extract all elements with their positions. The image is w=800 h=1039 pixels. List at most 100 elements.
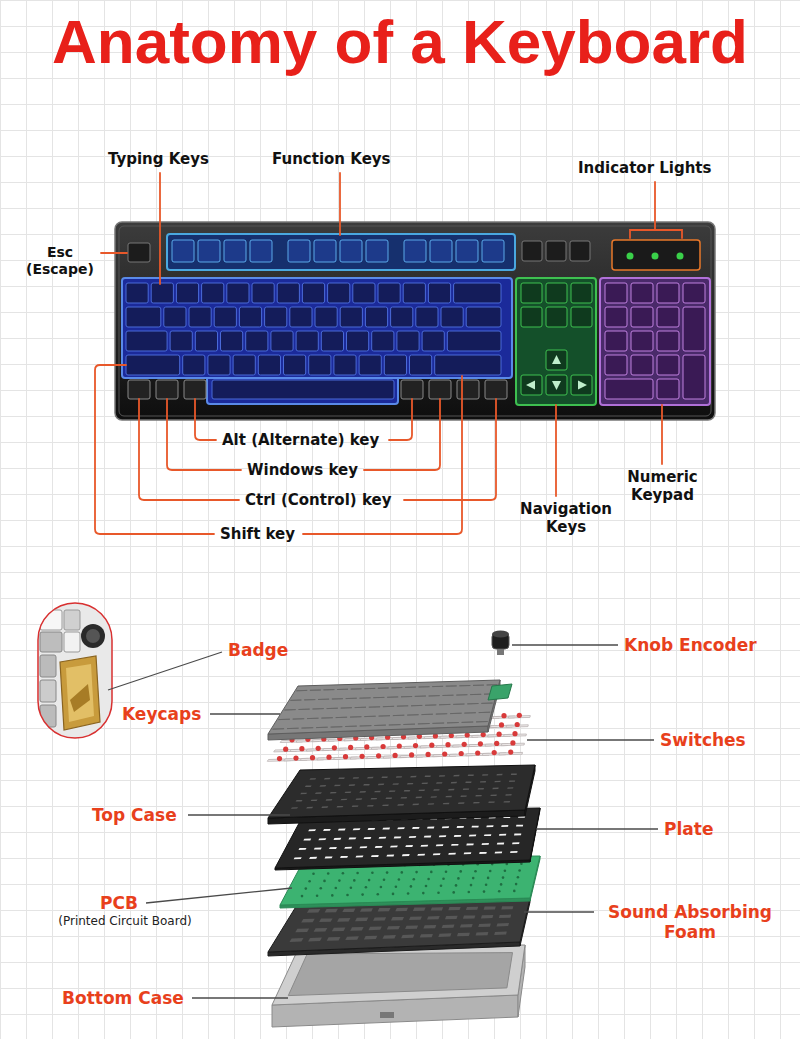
keycap [284,709,295,710]
key-shape [384,355,406,375]
key-shape [128,380,150,399]
top-case-opening [404,790,411,792]
top-case-opening [378,784,385,786]
plate-hole [516,825,523,827]
top-case-opening [397,804,404,806]
foam-cutout [499,915,511,918]
key-shape [353,283,375,303]
key-shape [302,283,324,303]
key-shape [447,331,501,351]
leader-line [404,399,496,500]
keycap [302,727,314,728]
foam-cutout [342,909,355,913]
keycap [304,699,315,700]
keycap [337,689,348,690]
plate-hole [299,848,307,850]
sound-foam [268,898,530,952]
pcb-pad [350,886,353,889]
key-shape [340,307,362,327]
keycap [436,713,447,714]
foam-cutout [401,935,414,939]
keycap [273,728,285,729]
part-label: Sound Absorbing Foam [600,902,780,942]
indicator-light [677,253,684,260]
leader-line [512,644,618,645]
key-shape [657,355,679,375]
key-shape [189,307,211,327]
switch-stem [492,750,497,755]
inset-keycap [40,680,56,702]
top-case-opening [448,789,454,791]
keycap [462,722,474,723]
key-shape [128,243,150,262]
keycap [425,704,436,705]
key-shape [277,283,299,303]
foam-cutout [460,924,473,927]
plate-hole [499,834,506,836]
keycap [351,688,362,689]
pcb-pad [515,883,518,886]
function-region [167,234,515,270]
keycap [450,713,462,714]
switch-stem [442,751,447,756]
key-shape [372,331,394,351]
keycap [379,715,390,716]
leader-line [95,365,214,534]
numpad-region [600,278,710,405]
pcb-pad [316,894,319,897]
part-label: Navigation Keys [506,500,626,536]
keycap [389,724,401,725]
foam-cutout [448,907,460,910]
inset-keycap [40,705,56,727]
pcb-pad [513,890,516,893]
switch-stem [299,746,304,751]
leader-line [101,252,127,254]
key-shape [321,331,343,351]
key-shape [397,331,419,351]
plate-hole [501,825,508,827]
plate-hole [417,854,425,856]
foam-cutout [350,927,363,931]
keycap [473,685,484,686]
keycap [378,687,389,688]
top-case-opening [436,782,442,784]
keycap [459,685,470,686]
keycap [481,703,492,704]
top-case-opening [433,789,439,791]
top-case-opening [505,794,511,796]
part-label: Switches [660,730,746,750]
switch-stem [510,740,515,745]
keycap [293,718,305,719]
foam-cutout [327,937,341,941]
pcb-pad [353,879,356,882]
key-shape [246,331,268,351]
part-label: Knob Encoder [624,635,757,655]
keycap [443,695,454,696]
key-shape [233,355,255,375]
key-shape [429,380,451,399]
switch-stem [409,752,414,757]
foam-cutout [369,927,382,931]
leader-line [108,652,222,690]
pcb-pad [459,870,462,873]
pcb-pad [485,883,488,886]
key-shape [290,307,312,327]
top-case-opening [401,797,408,799]
key-shape [631,283,653,303]
top-case-opening [460,795,467,797]
pcb-pad [320,887,323,890]
key-shape [422,331,444,351]
keycap [360,725,372,726]
foam-cutout [413,908,426,911]
keycap [296,690,307,691]
pcb-pad [346,894,349,897]
top-case [268,765,535,818]
gold-badge-mark [70,684,90,712]
switch-stem [360,754,365,759]
top-case-opening [463,788,469,790]
switch-stem [348,745,353,750]
key-shape [482,240,504,262]
foam-cutout [332,928,346,932]
top-case-opening [305,785,312,787]
keycap [355,707,366,708]
